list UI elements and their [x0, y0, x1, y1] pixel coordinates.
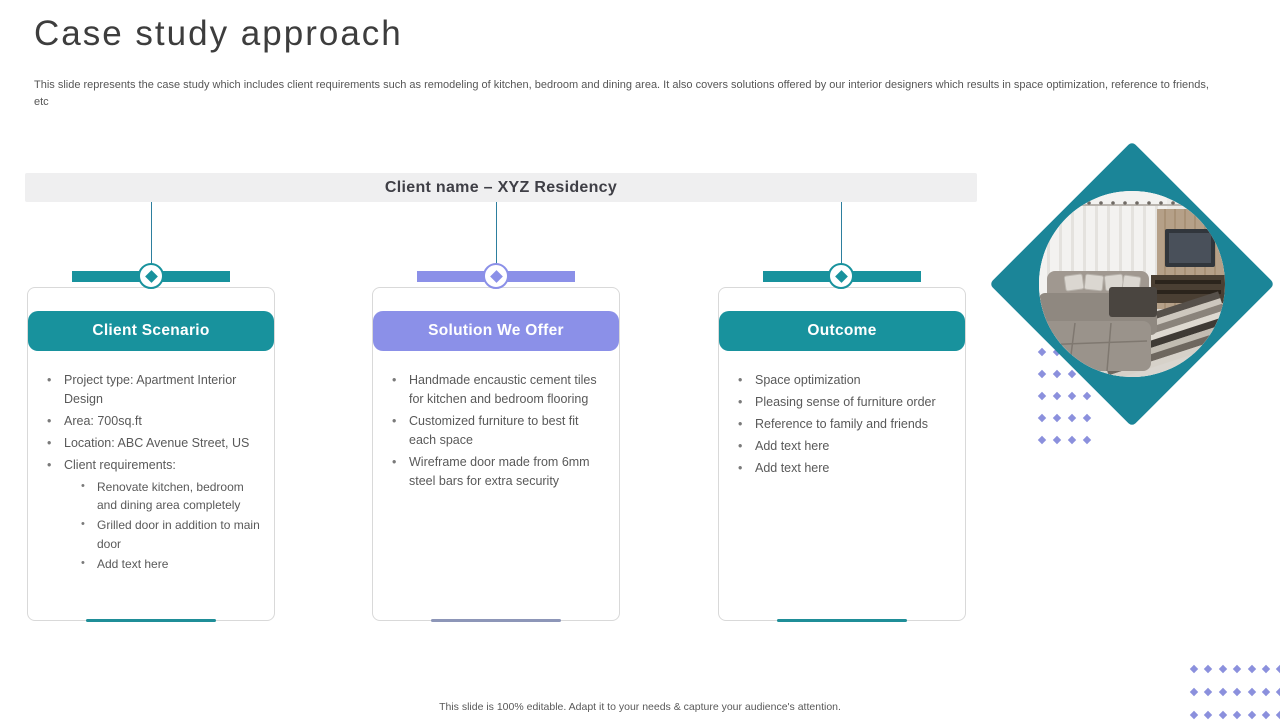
bullet-item: Customized furniture to best fit each sp…: [385, 412, 609, 450]
sub-bullet-item: Add text here: [77, 555, 264, 573]
bullet-text: Area: 700sq.ft: [64, 414, 142, 428]
bullet-item: Reference to family and friends: [731, 415, 955, 434]
bullet-text: Wireframe door made from 6mm steel bars …: [409, 455, 590, 488]
footer-note: This slide is 100% editable. Adapt it to…: [439, 701, 841, 713]
connector-line-3: [841, 202, 842, 274]
living-room-photo: [1039, 191, 1225, 377]
card-title-pill: Solution We Offer: [373, 311, 619, 351]
bullet-text: Location: ABC Avenue Street, US: [64, 436, 250, 450]
page-title: Case study approach: [34, 14, 403, 53]
card-bottom-accent: [431, 619, 561, 622]
card-title-pill: Outcome: [719, 311, 965, 351]
bullet-text: Space optimization: [755, 373, 861, 387]
bullet-text: Reference to family and friends: [755, 417, 929, 431]
bullet-text: Handmade encaustic cement tiles for kitc…: [409, 373, 597, 406]
bullet-item: Pleasing sense of furniture order: [731, 393, 955, 412]
card-title: Client Scenario: [92, 322, 210, 339]
marker-diamond-shape: [834, 269, 848, 283]
bullet-list: Project type: Apartment Interior Design …: [28, 371, 274, 573]
bullet-item: Space optimization: [731, 371, 955, 390]
dots-pattern-bottom-right: [1189, 664, 1280, 720]
bullet-text: Client requirements:: [64, 458, 176, 472]
slide-subtitle: This slide represents the case study whi…: [34, 79, 1209, 109]
card-title: Outcome: [807, 322, 877, 339]
bullet-item: Wireframe door made from 6mm steel bars …: [385, 453, 609, 491]
bullet-item: Add text here: [731, 459, 955, 478]
bullet-list: Handmade encaustic cement tiles for kitc…: [373, 371, 619, 491]
bullet-item: Client requirements: Renovate kitchen, b…: [40, 456, 264, 573]
sub-bullet-item: Grilled door in addition to main door: [77, 516, 264, 552]
client-banner-label: Client name – XYZ Residency: [384, 178, 618, 196]
connector-line-1: [151, 202, 152, 274]
bullet-text: Renovate kitchen, bedroom and dining are…: [97, 480, 244, 513]
marker-diamond-shape: [489, 269, 503, 283]
card-title: Solution We Offer: [428, 322, 564, 339]
diamond-marker-icon-3: [828, 263, 854, 289]
bullet-list: Space optimization Pleasing sense of fur…: [719, 371, 965, 478]
bullet-text: Customized furniture to best fit each sp…: [409, 414, 579, 447]
diamond-marker-icon-2: [483, 263, 509, 289]
bullet-item: Area: 700sq.ft: [40, 412, 264, 431]
bullet-text: Project type: Apartment Interior Design: [64, 373, 237, 406]
bullet-item: Handmade encaustic cement tiles for kitc…: [385, 371, 609, 409]
bullet-text: Add text here: [97, 556, 169, 571]
card-bottom-accent: [86, 619, 216, 622]
card-solution-we-offer: Solution We Offer Handmade encaustic cem…: [372, 287, 620, 622]
marker-diamond-shape: [144, 269, 158, 283]
diamond-marker-icon-1: [138, 263, 164, 289]
bullet-item: Add text here: [731, 437, 955, 456]
card-outcome: Outcome Space optimization Pleasing sens…: [718, 287, 966, 622]
bullet-text: Pleasing sense of furniture order: [755, 395, 936, 409]
bullet-item: Location: ABC Avenue Street, US: [40, 434, 264, 453]
bullet-text: Grilled door in addition to main door: [97, 518, 260, 551]
client-banner: Client name – XYZ Residency: [25, 173, 977, 202]
card-bottom-accent: [777, 619, 907, 622]
bullet-text: Add text here: [755, 439, 830, 453]
connector-line-2: [496, 202, 497, 274]
bullet-item: Project type: Apartment Interior Design: [40, 371, 264, 409]
card-title-pill: Client Scenario: [28, 311, 274, 351]
sub-bullet-list: Renovate kitchen, bedroom and dining are…: [64, 478, 264, 573]
sub-bullet-item: Renovate kitchen, bedroom and dining are…: [77, 478, 264, 514]
living-room-illustration: [1039, 191, 1225, 377]
card-client-scenario: Client Scenario Project type: Apartment …: [27, 287, 275, 622]
bullet-text: Add text here: [755, 461, 830, 475]
